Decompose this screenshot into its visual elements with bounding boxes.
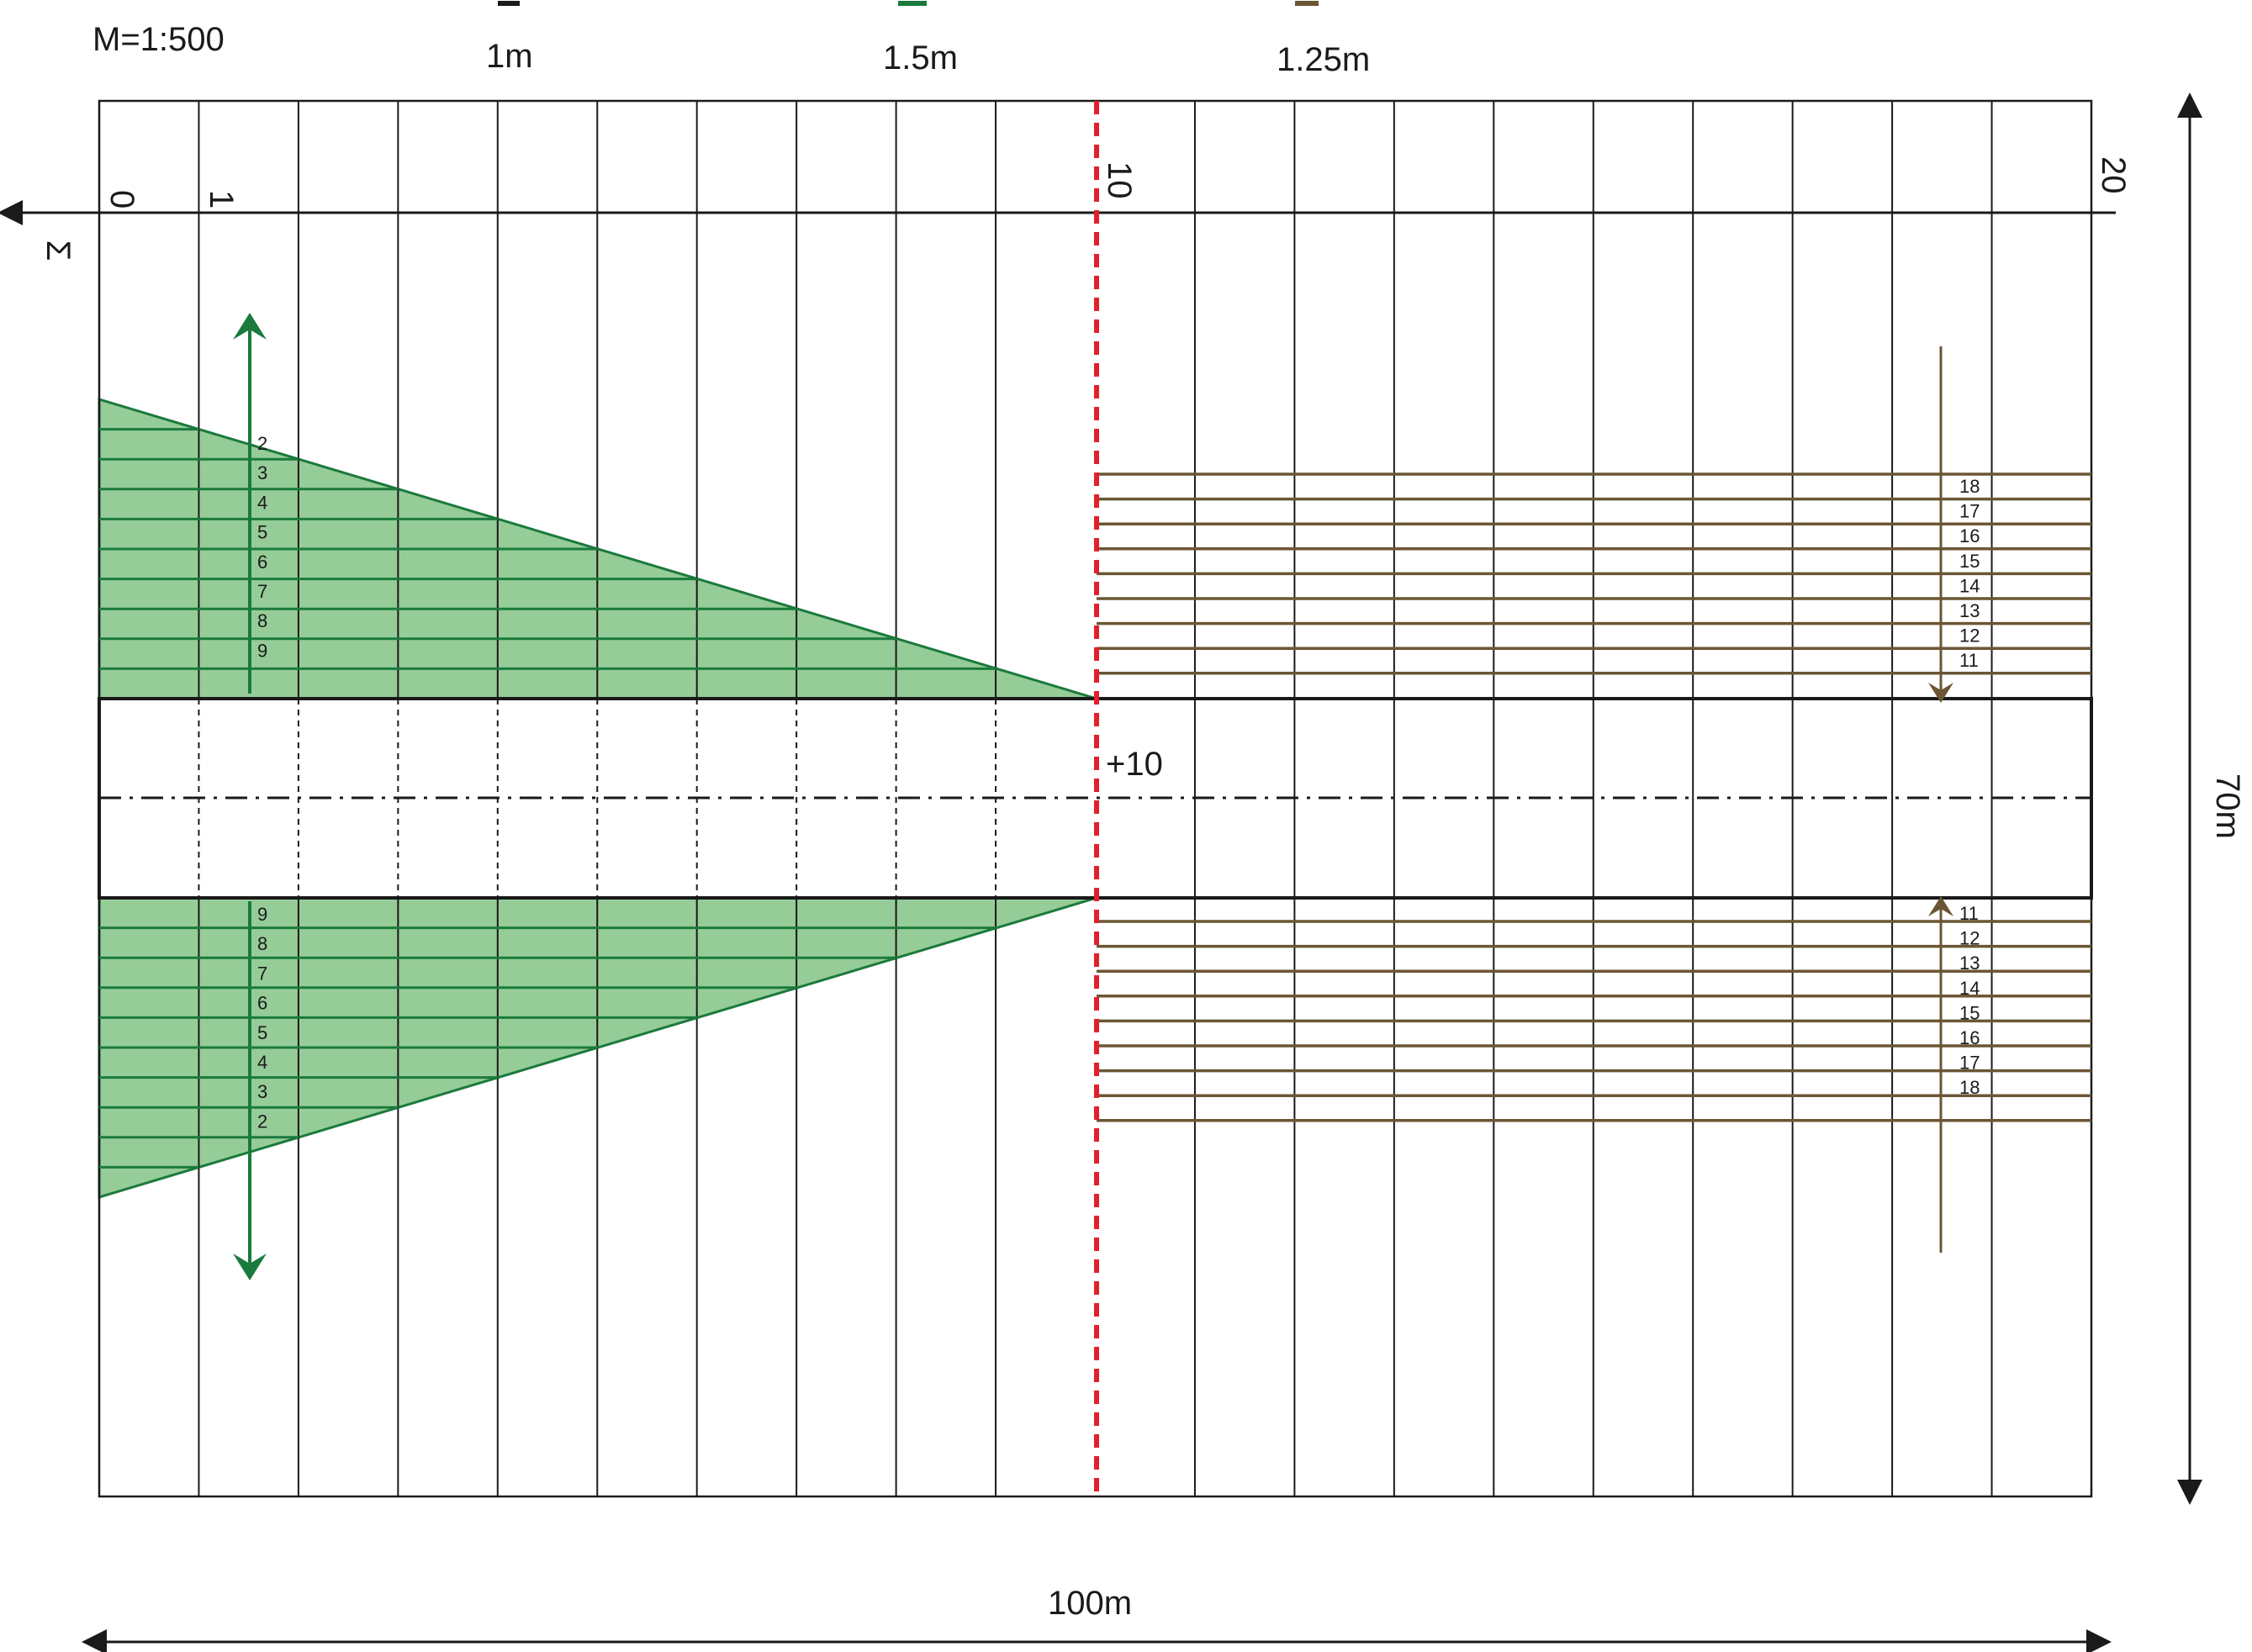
- legend-label-1-5m: 1.5m: [883, 40, 958, 77]
- brown-lower-row-label: 12: [1959, 928, 1980, 949]
- row-labels: 2 3 4 5 6 7 8 9 9 8 7 6 5 4 3 2 18 17 16 15 14 13 12 11 11 12 13 14…: [257, 433, 1980, 1132]
- green-upper-row-label: 9: [257, 640, 267, 661]
- green-upper-row-label: 8: [257, 610, 267, 631]
- legend: 1m 1.5m 1.25m: [486, 1, 1370, 78]
- tick-label-10: 10: [1101, 161, 1138, 199]
- green-lower-row-label: 8: [257, 933, 267, 954]
- brown-lower-row-label: 18: [1959, 1077, 1980, 1098]
- legend-label-1-25m: 1.25m: [1277, 41, 1370, 78]
- green-lower-row-label: 4: [257, 1052, 267, 1073]
- green-lower-row-label: 7: [257, 963, 267, 984]
- green-upper-row-label: 6: [257, 552, 267, 573]
- center-label: +10: [1106, 746, 1163, 783]
- green-lower-row-label: 6: [257, 993, 267, 1014]
- tick-label-0: 0: [103, 190, 140, 208]
- green-upper-row-label: 4: [257, 492, 267, 513]
- brown-upper-row-label: 11: [1959, 650, 1979, 671]
- brown-upper-row-label: 16: [1959, 525, 1980, 546]
- green-upper-row-label: 2: [257, 433, 267, 454]
- green-lower-row-label: 2: [257, 1111, 267, 1132]
- axis-symbol: Σ: [40, 240, 77, 261]
- brown-lines: [1097, 472, 2091, 1122]
- brown-upper-row-label: 17: [1959, 501, 1980, 522]
- height-dimension-label: 70m: [2209, 773, 2246, 839]
- brown-upper-row-label: 13: [1959, 600, 1980, 621]
- brown-upper-row-label: 15: [1959, 551, 1980, 572]
- brown-lower-row-label: 15: [1959, 1002, 1980, 1023]
- green-upper-row-label: 5: [257, 522, 267, 543]
- width-dimension-label: 100m: [1048, 1585, 1132, 1622]
- brown-lower-row-label: 13: [1959, 953, 1980, 974]
- tick-label-20: 20: [2095, 156, 2132, 194]
- brown-upper-row-label: 18: [1959, 476, 1980, 497]
- brown-upper-row-label: 12: [1959, 625, 1980, 647]
- brown-upper-row-label: 14: [1959, 575, 1980, 596]
- green-upper-row-label: 7: [257, 581, 267, 602]
- green-lower-row-label: 3: [257, 1081, 267, 1102]
- green-lower-row-label: 5: [257, 1022, 267, 1043]
- scale-label: M=1:500: [93, 21, 225, 58]
- tick-label-1: 1: [203, 190, 240, 208]
- legend-label-1m: 1m: [486, 38, 533, 75]
- green-upper-row-label: 3: [257, 462, 267, 483]
- brown-lower-row-label: 16: [1959, 1027, 1980, 1048]
- green-lower-row-label: 9: [257, 904, 267, 925]
- brown-lower-row-label: 14: [1959, 978, 1980, 999]
- brown-lower-row-label: 17: [1959, 1053, 1980, 1074]
- brown-lower-row-label: 11: [1959, 903, 1979, 924]
